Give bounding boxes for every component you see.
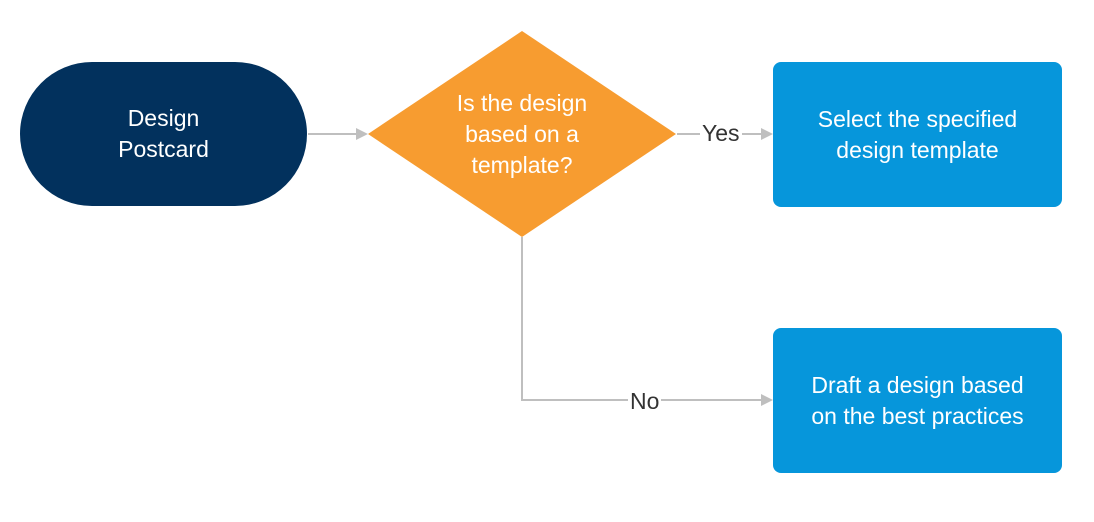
yes-edge-label: Yes xyxy=(700,120,742,146)
decision-diamond-shape xyxy=(368,31,676,237)
no-edge-label: No xyxy=(628,388,662,414)
connector-decision-to-no-step xyxy=(521,237,773,406)
